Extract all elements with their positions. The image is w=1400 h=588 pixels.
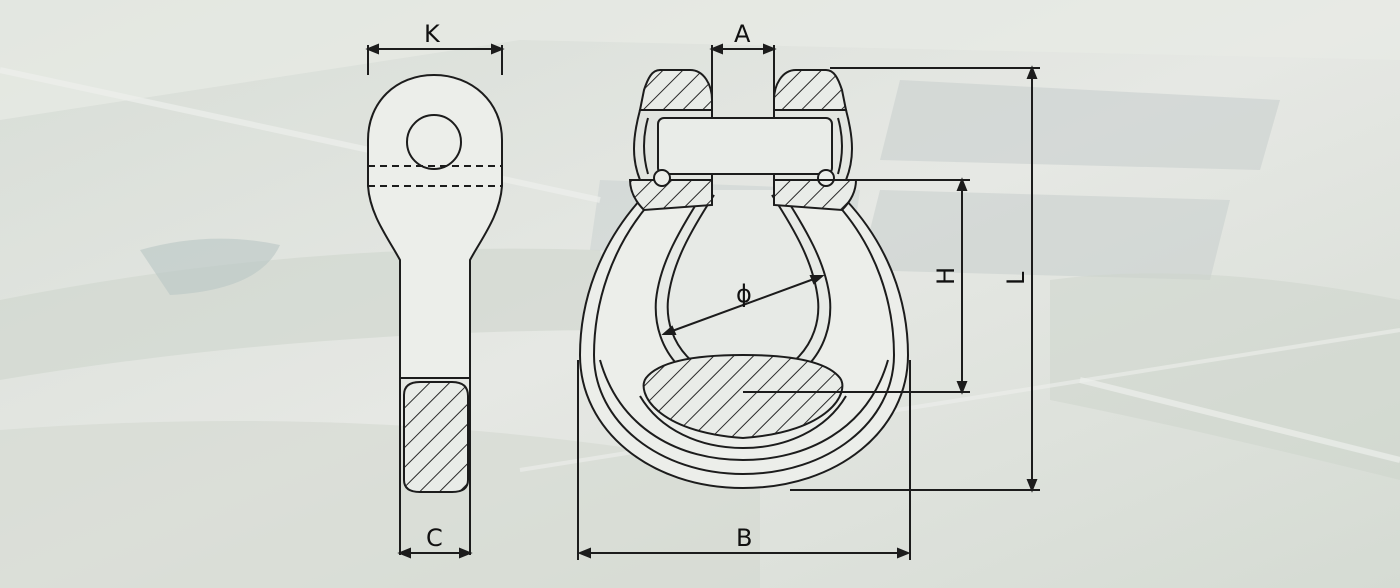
side-view-outline	[367, 73, 503, 379]
right-retaining-ball	[817, 169, 835, 187]
right-lug-hatched	[773, 179, 858, 212]
side-section-hatched	[403, 381, 469, 493]
dimension-label-a: A	[734, 20, 751, 48]
pin-hole	[406, 114, 462, 170]
left-lug-hatched	[628, 179, 713, 212]
dimension-label-h: H	[932, 267, 960, 285]
right-ear-hatched	[773, 69, 848, 111]
side-view	[365, 43, 505, 559]
left-ear-hatched	[638, 69, 713, 111]
dimension-label-l: L	[1002, 271, 1030, 285]
pin-bolt	[657, 117, 833, 175]
dimension-label-c: C	[426, 524, 443, 552]
dimension-label-b: B	[736, 524, 752, 552]
left-retaining-ball	[653, 169, 671, 187]
dimension-label-k: K	[424, 20, 441, 48]
bottom-crescent-hatched	[642, 353, 844, 440]
dimension-label-diameter: ϕ	[736, 280, 752, 308]
front-view	[577, 43, 1040, 560]
